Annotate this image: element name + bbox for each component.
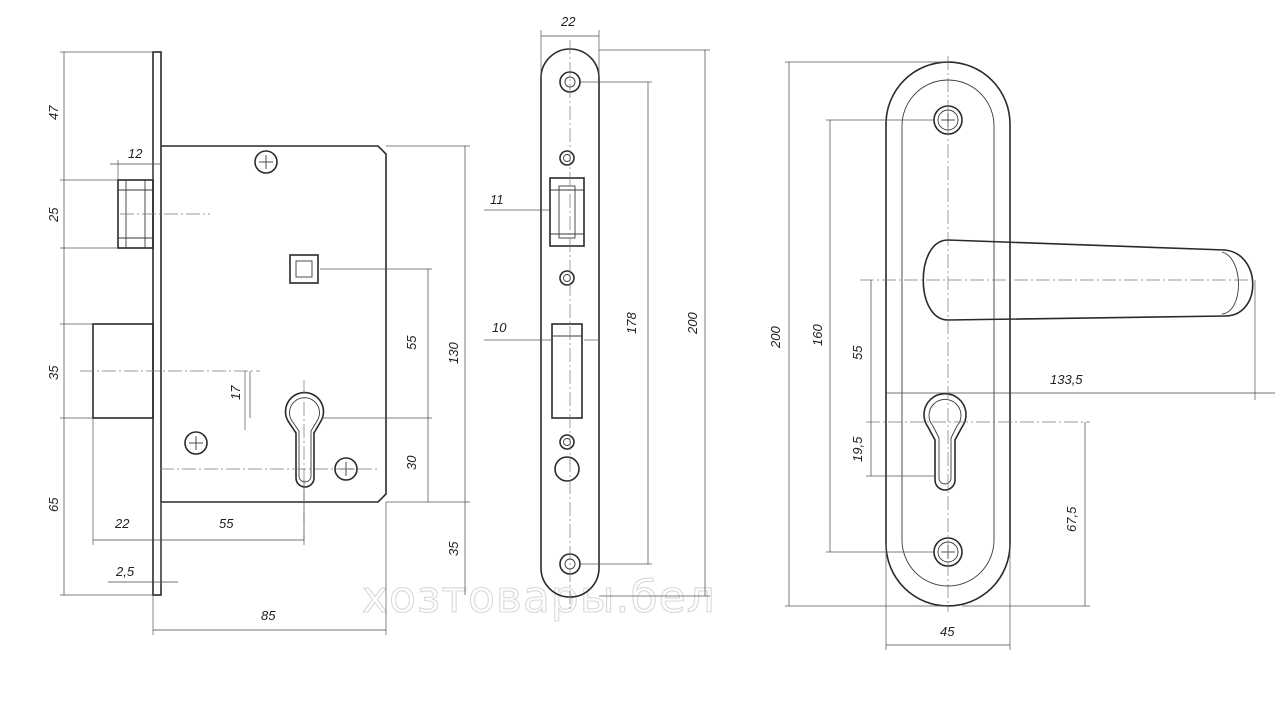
dim-178: 178 xyxy=(624,312,639,334)
dim-30: 30 xyxy=(404,455,419,470)
handle-cylinder-hole xyxy=(923,392,967,491)
lock-body-outline xyxy=(161,145,387,503)
dim-17: 17 xyxy=(228,385,243,400)
dim-130: 130 xyxy=(446,342,461,364)
plate-inner-outline xyxy=(901,79,995,587)
lever-handle xyxy=(922,239,1254,321)
dim-25: 25 xyxy=(46,207,61,223)
dim-200-handle: 200 xyxy=(768,326,783,349)
dim-19-5: 19,5 xyxy=(850,436,865,462)
handle-plate-view: 200 160 55 19,5 133,5 67,5 45 xyxy=(768,56,1275,650)
dim-55-handle: 55 xyxy=(850,345,865,360)
bolt-window xyxy=(551,323,583,419)
cylinder-cutout xyxy=(284,391,325,488)
faceplate-outline xyxy=(540,48,600,598)
dim-160: 160 xyxy=(810,324,825,346)
dim-67-5: 67,5 xyxy=(1064,506,1079,532)
dim-47: 47 xyxy=(46,105,61,120)
dim-65: 65 xyxy=(46,497,61,512)
dim-22: 22 xyxy=(114,516,130,531)
watermark-text: хозтовары.бел xyxy=(362,572,716,623)
faceplate-view: 22 11 10 178 200 xyxy=(484,14,710,610)
dim-35-left: 35 xyxy=(46,365,61,380)
dim-85: 85 xyxy=(261,608,276,623)
latch-window xyxy=(549,177,585,247)
lock-body-view: 47 12 25 35 65 17 55 130 30 35 22 55 2,5… xyxy=(46,51,470,635)
dim-133-5: 133,5 xyxy=(1050,372,1083,387)
dim-200-faceplate: 200 xyxy=(685,312,700,335)
dim-22-faceplate: 22 xyxy=(560,14,576,29)
dim-55-horizontal: 55 xyxy=(219,516,234,531)
dim-11: 11 xyxy=(490,192,504,207)
screw-icon xyxy=(254,150,278,174)
dim-10: 10 xyxy=(492,320,507,335)
screw-icon xyxy=(184,431,208,455)
dim-35-bottom: 35 xyxy=(446,541,461,556)
dim-55-vertical: 55 xyxy=(404,335,419,350)
dim-2-5: 2,5 xyxy=(115,564,135,579)
dim-45: 45 xyxy=(940,624,955,639)
lock-faceplate-side xyxy=(152,51,162,596)
spindle-hole xyxy=(289,254,319,284)
dim-12: 12 xyxy=(128,146,143,161)
